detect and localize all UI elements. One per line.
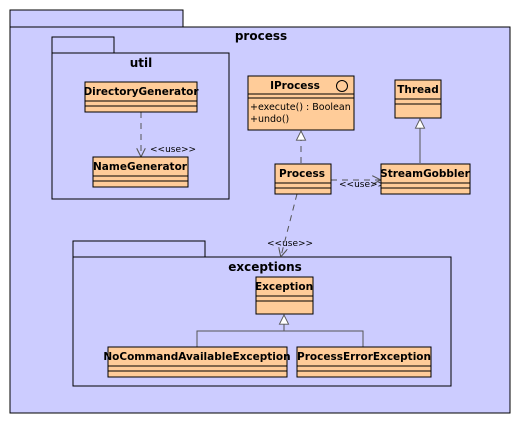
iprocess-member-execute: +execute() : Boolean	[250, 102, 351, 113]
class-process-error-exception-name: ProcessErrorException	[297, 351, 431, 363]
class-iprocess-name: IProcess	[270, 80, 320, 92]
class-directory-generator-name: DirectoryGenerator	[83, 86, 199, 98]
class-stream-gobbler-name: StreamGobbler	[380, 168, 470, 180]
edge-process-uses-exceptions: <<use>>	[267, 193, 313, 256]
edge-directory-uses-name: <<use>>	[141, 112, 196, 156]
package-util-name: util	[130, 56, 153, 70]
edge-subclasses-extend-exception	[196, 315, 364, 347]
use-label-util: <<use>>	[150, 145, 196, 155]
class-exception[interactable]: Exception	[255, 276, 314, 315]
class-directory-generator[interactable]: DirectoryGenerator	[83, 81, 199, 113]
class-thread[interactable]: Thread	[394, 79, 442, 119]
class-process-error-exception[interactable]: ProcessErrorException	[296, 346, 432, 378]
class-iprocess[interactable]: IProcess +execute() : Boolean +undo()	[247, 75, 355, 131]
class-process[interactable]: Process	[274, 163, 332, 195]
class-no-command-available-exception[interactable]: NoCommandAvailableException	[103, 346, 291, 378]
class-name-generator[interactable]: NameGenerator	[92, 156, 189, 188]
class-exception-name: Exception	[255, 281, 313, 293]
use-label-gobbler: <<use>>	[339, 180, 385, 190]
edge-process-uses-streamgobbler: <<use>>	[331, 180, 385, 190]
class-no-command-available-exception-name: NoCommandAvailableException	[103, 351, 290, 363]
class-name-generator-name: NameGenerator	[93, 161, 188, 173]
use-label-exceptions: <<use>>	[267, 239, 313, 249]
package-exceptions-name: exceptions	[228, 260, 302, 274]
interface-icon	[336, 80, 348, 92]
class-thread-name: Thread	[397, 84, 439, 96]
class-process-name: Process	[279, 168, 325, 180]
package-process-name: process	[235, 29, 287, 43]
class-stream-gobbler[interactable]: StreamGobbler	[380, 163, 471, 195]
iprocess-member-undo: +undo()	[250, 114, 289, 125]
